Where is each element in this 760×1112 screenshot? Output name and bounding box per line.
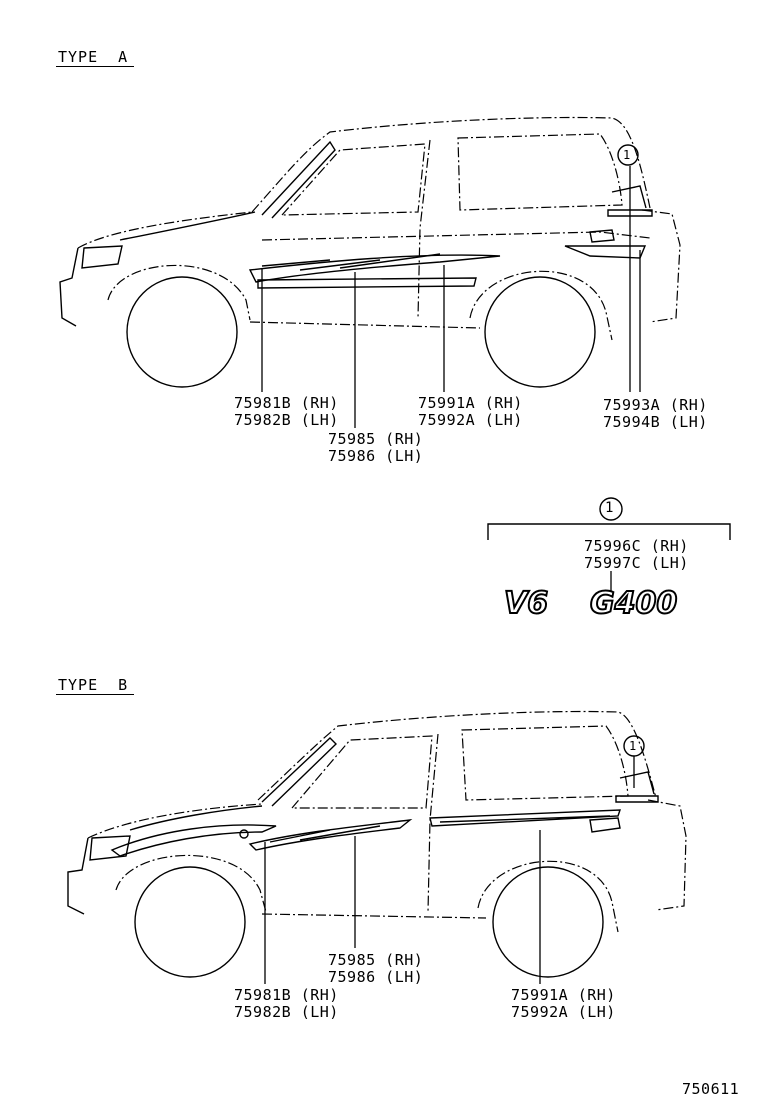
type-a-callout-marker: 1 <box>623 148 631 162</box>
type-a-label-75982b: 75982B (LH) <box>234 411 339 429</box>
detail-label-75997c: 75997C (LH) <box>584 554 689 572</box>
type-a-label-75981b: 75981B (RH) <box>234 394 339 412</box>
type-a-label-75985: 75985 (RH) <box>328 430 424 448</box>
type-a-label-75991a: 75991A (RH) <box>418 394 523 412</box>
type-a-label-75993a: 75993A (RH) <box>603 396 708 414</box>
diagram-reference-number: 750611 <box>682 1080 740 1098</box>
type-b-label-75981b: 75981B (RH) <box>234 986 339 1004</box>
type-a-label-75992a: 75992A (LH) <box>418 411 523 429</box>
emblem-detail <box>487 497 731 592</box>
detail-label-75996c: 75996C (RH) <box>584 537 689 555</box>
type-a-label-75994b: 75994B (LH) <box>603 413 708 431</box>
type-a-title-underline <box>56 66 134 67</box>
type-b-label-75992a: 75992A (LH) <box>511 1003 616 1021</box>
type-b-title: TYPE B <box>58 676 129 694</box>
type-a-title: TYPE A <box>58 48 129 66</box>
type-a-vehicle <box>59 116 681 428</box>
type-b-label-75982b: 75982B (LH) <box>234 1003 339 1021</box>
type-b-label-75985: 75985 (RH) <box>328 951 424 969</box>
type-b-callout-marker: 1 <box>629 739 637 753</box>
type-b-vehicle <box>67 710 687 984</box>
type-b-title-underline <box>56 694 134 695</box>
type-a-label-75986: 75986 (LH) <box>328 447 424 465</box>
type-b-label-75991a: 75991A (RH) <box>511 986 616 1004</box>
detail-marker: 1 <box>605 500 614 516</box>
type-b-label-75986: 75986 (LH) <box>328 968 424 986</box>
